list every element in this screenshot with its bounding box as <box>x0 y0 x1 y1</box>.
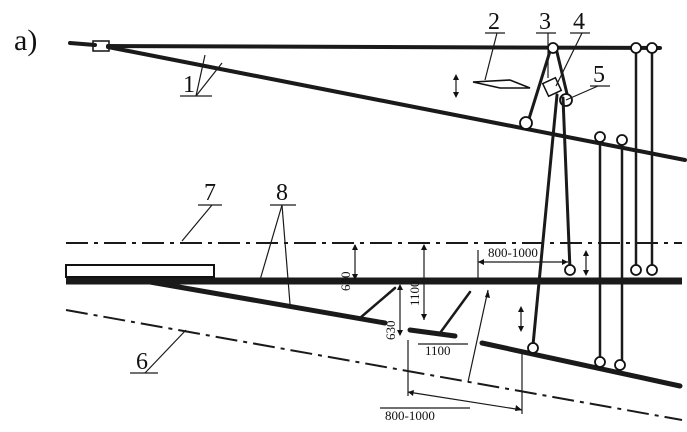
lower-section: 7 8 6 630 1100 630 800-1000 1100 800-100… <box>65 180 683 423</box>
rail-end-block <box>65 264 215 278</box>
axis-6 <box>65 309 683 421</box>
section-insulator-assembly <box>519 42 573 347</box>
callout-5: 5 <box>593 62 605 88</box>
dim-800-1000-lower: 800-1000 <box>385 408 435 423</box>
updown-arrow-lower <box>518 306 524 332</box>
callout-6: 6 <box>136 349 148 375</box>
callout-1: 1 <box>183 72 195 98</box>
updown-arrow-upper <box>583 250 589 276</box>
sloping-wire <box>106 45 687 162</box>
leader-6 <box>144 329 187 374</box>
callout-7: 7 <box>204 180 216 206</box>
callout-4: 4 <box>573 9 585 35</box>
leader-1b <box>195 62 223 97</box>
dim-1100-lower: 1100 <box>425 343 451 358</box>
dim-1100-vertical: 1100 <box>407 280 422 306</box>
upper-section: 1 2 3 4 5 <box>68 9 687 367</box>
dim-630-upper: 630 <box>338 272 353 292</box>
droppers-upper <box>594 42 658 367</box>
sloping-rail-right <box>479 340 683 389</box>
updown-arrow-2 <box>453 74 459 98</box>
dim-630-lower: 630 <box>383 321 398 341</box>
item-2-horn <box>472 79 531 89</box>
leader-4 <box>555 32 583 87</box>
leader-1a <box>195 54 206 97</box>
callout-2: 2 <box>488 9 500 35</box>
dim-800-1000-upper: 800-1000 <box>488 245 538 260</box>
callout-3: 3 <box>539 9 551 35</box>
sloping-rail-8 <box>147 279 388 326</box>
leader-8b <box>281 204 291 305</box>
anchor-wire <box>68 41 97 47</box>
leader-5 <box>565 85 599 101</box>
leader-2 <box>484 32 498 81</box>
leader-7 <box>181 204 213 242</box>
sloping-rail-segment <box>407 327 458 339</box>
panel-label: а) <box>14 24 37 57</box>
leader-8a <box>259 204 283 281</box>
main-wire-straight <box>106 44 662 50</box>
dimension-lines <box>352 244 568 414</box>
callout-8: 8 <box>276 180 288 206</box>
